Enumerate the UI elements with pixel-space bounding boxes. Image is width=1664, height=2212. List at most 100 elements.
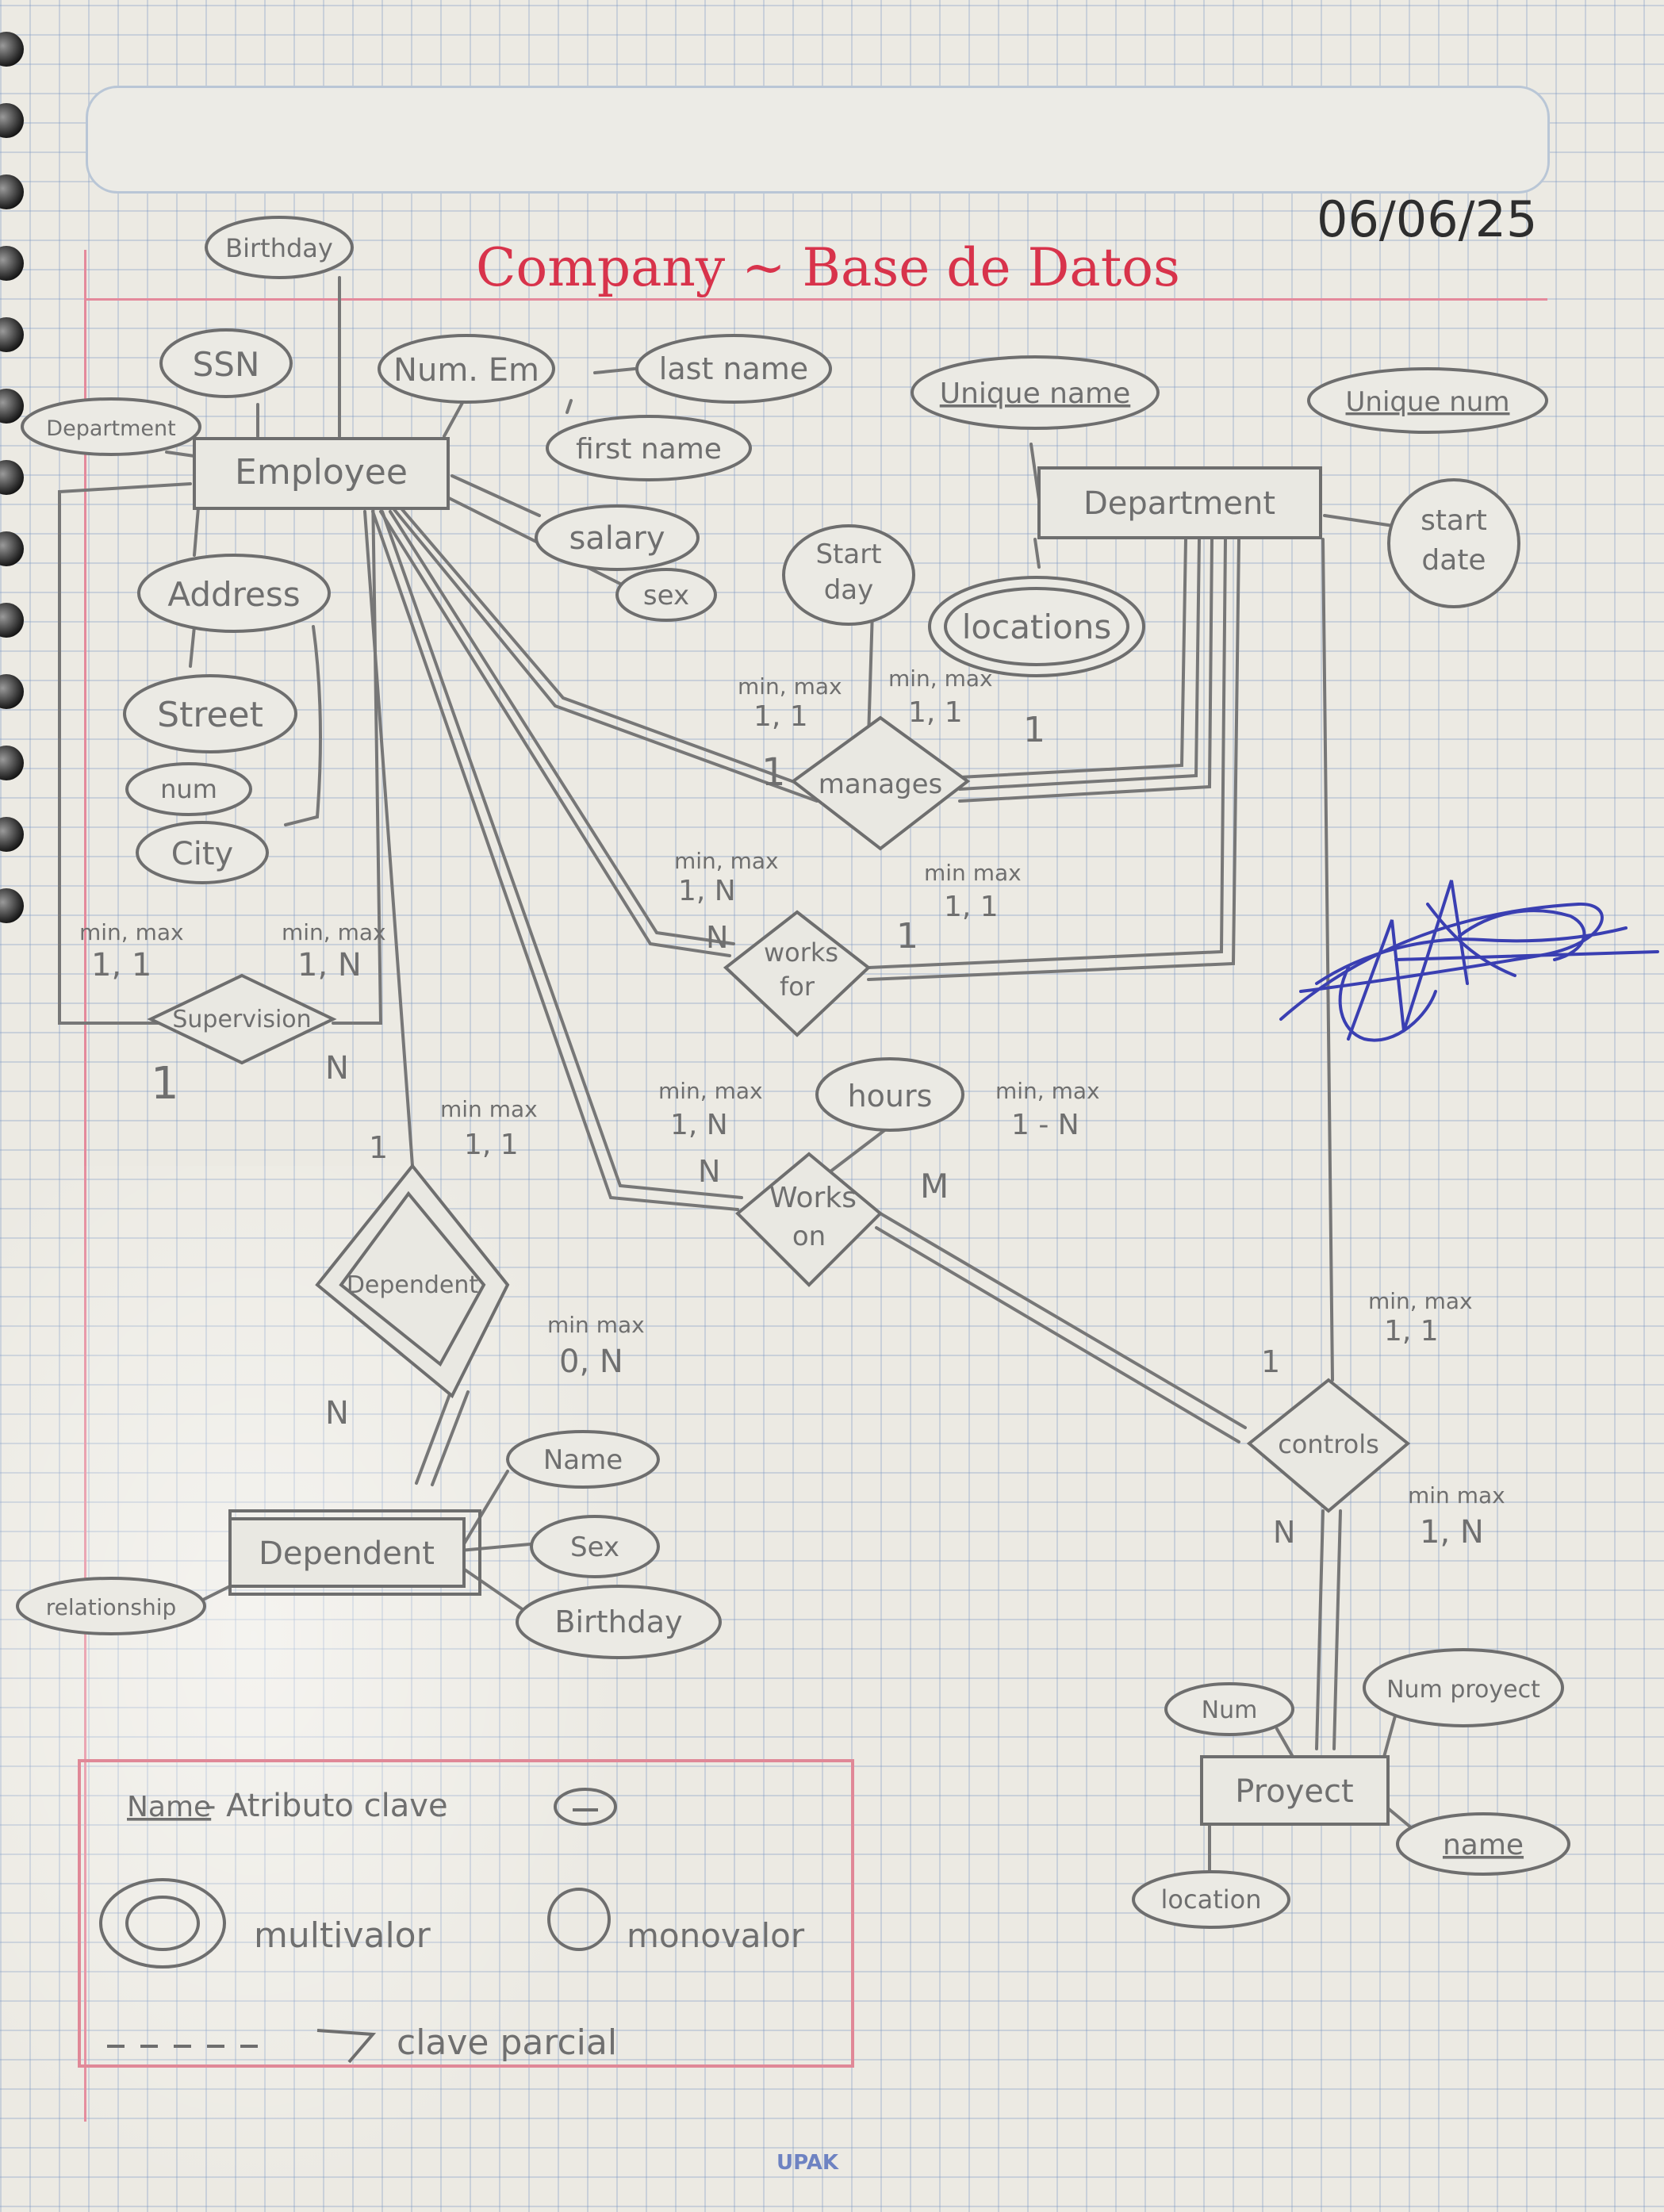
attr-dep-birthday-label: Birthday: [554, 1604, 682, 1639]
line-employee-workson-2: [381, 510, 743, 1199]
rel-works-on-label-1: Works: [769, 1182, 857, 1214]
card-one: 1: [1261, 1344, 1280, 1379]
card-one: 1: [369, 1130, 388, 1165]
diagram-title: Company ~ Base de Datos: [476, 237, 1180, 298]
attr-start-day-label-1: Start: [815, 539, 881, 570]
card-label: min max: [440, 1096, 538, 1122]
line-start-day: [867, 609, 874, 739]
card-value: 0, N: [559, 1344, 623, 1380]
card-label: min, max: [738, 673, 842, 700]
legend-partial-key-text: clave parcial: [397, 2022, 617, 2063]
rel-supervision-label: Supervision: [172, 1006, 311, 1033]
legend-monovalued-ellipse: [547, 1888, 611, 1951]
diagram-date: 06/06/25: [1317, 190, 1537, 248]
line-first-name: [566, 399, 573, 414]
card-value: 1, 1: [944, 891, 999, 923]
line-worksfor-department-2: [867, 538, 1240, 981]
attr-dep-sex-label: Sex: [570, 1532, 619, 1563]
rel-works-for: [723, 910, 872, 1037]
line-dep-birthday: [458, 1565, 525, 1612]
entity-dependent: [228, 1517, 466, 1588]
attr-unique-num-label: Unique num: [1346, 386, 1510, 418]
line-employee-manages: [391, 506, 819, 803]
card-value: 1, 1: [908, 696, 963, 729]
line-dependent-weak: [415, 1386, 454, 1485]
attr-num-em: [378, 334, 555, 404]
entity-employee-label: Employee: [235, 452, 408, 493]
margin-line: [84, 250, 86, 2122]
attr-num-proyect: [1363, 1648, 1564, 1727]
line-last-name: [593, 367, 636, 374]
card-label: min max: [1408, 1482, 1505, 1509]
legend-key-text: - Atributo clave: [205, 1788, 448, 1824]
line-workson-project: [879, 1212, 1247, 1429]
entity-department-label: Department: [1083, 485, 1275, 522]
spiral-binding: [0, 0, 32, 2212]
rel-works-on: [735, 1152, 883, 1287]
attr-num-label: num: [160, 774, 217, 804]
entity-department: [1037, 466, 1322, 539]
attr-last-name: [635, 334, 832, 404]
attr-start-date: [1387, 478, 1520, 608]
line-employee-worksfor: [379, 510, 731, 957]
rel-controls-label: controls: [1278, 1429, 1379, 1459]
card-label: min max: [547, 1312, 645, 1338]
attr-birthday: [205, 216, 354, 279]
attr-unique-name: [911, 355, 1160, 430]
entity-project-label: Proyect: [1235, 1773, 1353, 1810]
attr-start-day: [782, 524, 915, 626]
attr-start-day-label-2: day: [824, 574, 874, 606]
attr-dep-birthday: [516, 1585, 722, 1659]
attr-last-name-label: last name: [659, 351, 808, 386]
card-value: 1, 1: [91, 947, 151, 983]
attr-proj-name: [1396, 1812, 1570, 1876]
attr-hours: [815, 1057, 964, 1132]
line-employee-worksfor-2: [389, 510, 735, 945]
attr-num-proyect-label: Num proyect: [1386, 1676, 1540, 1704]
line-employee-manages-2: [399, 506, 826, 795]
line-proj-num: [1275, 1727, 1294, 1758]
card-n: N: [325, 1050, 349, 1087]
attr-start-date-label-1: start: [1421, 504, 1487, 537]
attr-hours-label: hours: [848, 1079, 933, 1114]
attr-salary-label: salary: [569, 520, 665, 557]
legend-key-ellipse: [554, 1788, 617, 1826]
legend-monovalued-text: monovalor: [627, 1916, 805, 1955]
attr-dep-name: [506, 1430, 660, 1489]
attr-proj-name-label: name: [1443, 1829, 1524, 1861]
attr-unique-name-label: Unique name: [940, 378, 1131, 410]
attr-street-label: Street: [157, 695, 263, 735]
card-value: 1, N: [670, 1109, 728, 1141]
line-employee-dependent: [363, 510, 414, 1167]
card-label: min, max: [674, 848, 779, 874]
card-value: 1, 1: [464, 1129, 519, 1161]
attr-locations-inner: [944, 587, 1129, 666]
attr-city: [136, 821, 269, 884]
attr-street: [123, 674, 297, 753]
line-manages-department-2: [958, 538, 1201, 791]
line-address: [193, 506, 200, 557]
attr-location: [1132, 1870, 1290, 1929]
card-label: min, max: [995, 1078, 1100, 1104]
card-label: min, max: [79, 919, 184, 945]
line-dep-name: [458, 1470, 509, 1552]
legend-box: [78, 1759, 854, 2068]
card-one: 1: [896, 916, 918, 956]
title-rule: [84, 298, 1547, 301]
attr-address-label: Address: [167, 575, 300, 614]
line-num-proyect: [1382, 1712, 1398, 1758]
legend-key-sample: Name: [127, 1791, 211, 1823]
line-salary: [451, 474, 541, 517]
legend-multivalued-text: multivalor: [254, 1915, 431, 1956]
attr-relationship-label: relationship: [46, 1594, 177, 1620]
card-one: 1: [151, 1058, 179, 1110]
line-proj-name: [1386, 1807, 1413, 1830]
rel-works-for-label-2: for: [780, 972, 815, 1002]
line-dependent-weak-2: [431, 1390, 470, 1486]
rel-manages: [790, 715, 971, 851]
attr-first-name: [546, 415, 752, 481]
attr-num-em-label: Num. Em: [393, 352, 539, 389]
entity-dependent-label: Dependent: [259, 1535, 435, 1572]
line-composite-bracket: [284, 625, 322, 826]
